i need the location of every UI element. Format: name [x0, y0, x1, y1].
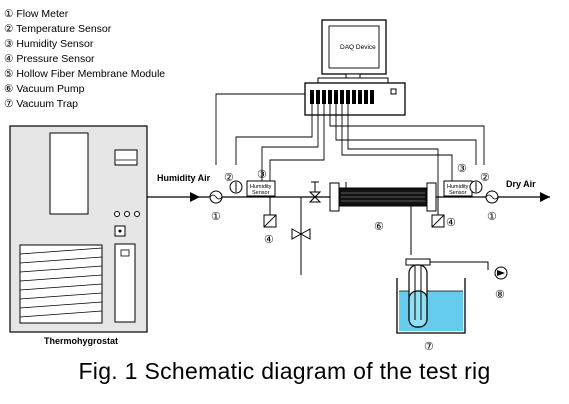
outlet-pressure-sensor-number: ④	[446, 217, 456, 229]
module-right-flange	[426, 182, 437, 212]
legend-item-flow-meter: ① Flow Meter	[4, 8, 69, 20]
figure-caption: Fig. 1 Schematic diagram of the test rig	[78, 358, 491, 384]
inlet-arrow-icon	[190, 192, 200, 202]
legend: ① Flow Meter ② Temperature Sensor ③ Humi…	[4, 8, 165, 110]
module-left-flange	[329, 182, 340, 212]
thermohygrostat-display	[114, 149, 138, 166]
outlet-humidity-sensor-label-bottom: Sensor	[449, 190, 467, 196]
control-knob-1	[114, 211, 120, 217]
outlet-humidity-sensor-number: ③	[457, 163, 467, 175]
control-knob-3	[134, 211, 140, 217]
legend-item-vacuum-pump: ⑥ Vacuum Pump	[4, 83, 85, 95]
membrane-module: ⑤ Hollow Fiber Membrane Module	[329, 182, 437, 212]
vacuum-pump: ⑧	[494, 266, 508, 301]
humidity-air-label: Humidity Air	[157, 173, 211, 183]
inlet-humidity-sensor-number: ③	[257, 169, 267, 181]
inlet-humidity-sensor-label-top: Humidity	[250, 184, 272, 190]
daq-computer: DAQ Device	[304, 19, 406, 116]
legend-item-pressure-sensor: ④ Pressure Sensor	[4, 53, 95, 65]
test-rig-schematic: ① Flow Meter ② Temperature Sensor ③ Humi…	[4, 8, 550, 353]
outlet-temperature-sensor-number: ②	[480, 172, 490, 184]
legend-item-vacuum-trap: ⑦ Vacuum Trap	[4, 98, 78, 110]
thermohygrostat-label: Thermohygrostat	[44, 336, 118, 346]
outlet-flow-meter-number: ①	[487, 211, 497, 223]
thermohygrostat-window	[49, 132, 89, 215]
bypass-valve-icon	[291, 228, 303, 240]
daq-device-label: DAQ Device	[340, 44, 376, 51]
vacuum-pump-number: ⑧	[495, 289, 505, 301]
module-callout-number: ⑥	[374, 221, 384, 233]
vacuum-trap-number: ⑦	[424, 341, 434, 353]
vacuum-line	[410, 206, 489, 270]
control-knob-2	[124, 211, 130, 217]
legend-item-temperature-sensor: ② Temperature Sensor	[4, 23, 112, 35]
inlet-humidity-sensor	[246, 180, 276, 197]
legend-item-humidity-sensor: ③ Humidity Sensor	[4, 38, 94, 50]
inlet-sensors: ① ② Humidity Sensor ③ ④	[209, 169, 277, 246]
inlet-humidity-sensor-label-bottom: Sensor	[252, 190, 270, 196]
daq-screen	[328, 25, 380, 69]
bypass-branch	[291, 197, 311, 275]
daq-channels	[310, 90, 374, 104]
outlet-sensors: ④ Humidity Sensor ③ ② ①	[431, 163, 499, 229]
inlet-flow-meter-number: ①	[211, 211, 221, 223]
thermohygrostat-side-panel	[114, 243, 136, 323]
dry-air-label: Dry Air	[506, 179, 536, 189]
thermohygrostat: Thermohygrostat	[9, 125, 148, 346]
trap-vessel	[396, 278, 466, 334]
inlet-temperature-sensor-number: ②	[224, 172, 234, 184]
outlet-humidity-sensor-label-top: Humidity	[447, 184, 469, 190]
monitor-base	[317, 77, 389, 84]
outlet-arrow-icon	[540, 192, 550, 202]
inlet-pressure-sensor-number: ④	[264, 234, 274, 246]
vent-grille	[19, 244, 103, 324]
trap-stopper	[405, 258, 431, 266]
legend-item-membrane-module: ⑤ Hollow Fiber Membrane Module	[4, 68, 165, 80]
vacuum-trap: ⑦	[396, 258, 466, 353]
